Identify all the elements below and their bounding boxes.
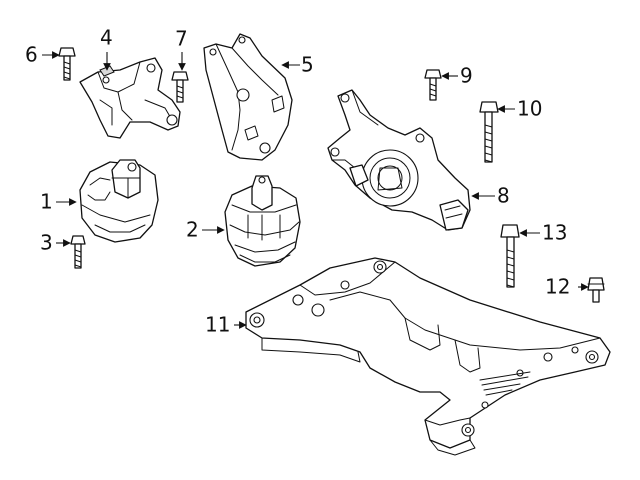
engine-mount-part-2[interactable] (224, 175, 301, 267)
bolt-part-7[interactable] (171, 71, 189, 103)
callout-9: 9 (460, 64, 473, 88)
callout-8: 8 (497, 184, 510, 208)
callout-1: 1 (40, 190, 53, 214)
callout-5: 5 (301, 53, 314, 77)
crossmember-part-11[interactable] (245, 257, 611, 456)
engine-mount-part-1[interactable] (79, 159, 159, 243)
callout-6: 6 (25, 43, 38, 67)
callout-7: 7 (175, 27, 188, 51)
callout-2: 2 (186, 218, 199, 242)
bolt-part-10[interactable] (479, 101, 499, 163)
leader-lines (42, 51, 589, 329)
transmission-mount-part-8[interactable] (327, 89, 471, 231)
callout-10: 10 (517, 97, 542, 121)
callout-3: 3 (40, 231, 53, 255)
bolt-part-12[interactable] (587, 277, 605, 303)
bolt-part-9[interactable] (424, 69, 442, 101)
bolt-part-13[interactable] (500, 224, 520, 288)
callout-13: 13 (542, 221, 567, 245)
callout-4: 4 (100, 26, 113, 50)
bracket-part-4[interactable] (79, 57, 181, 139)
bolt-part-3[interactable] (70, 235, 86, 269)
bracket-part-5[interactable] (203, 33, 293, 161)
callout-12: 12 (545, 275, 570, 299)
callout-11: 11 (205, 313, 230, 337)
bolt-part-6[interactable] (58, 47, 76, 81)
callout-numbers: 1 2 3 4 5 6 7 8 9 10 11 12 13 (25, 26, 570, 337)
